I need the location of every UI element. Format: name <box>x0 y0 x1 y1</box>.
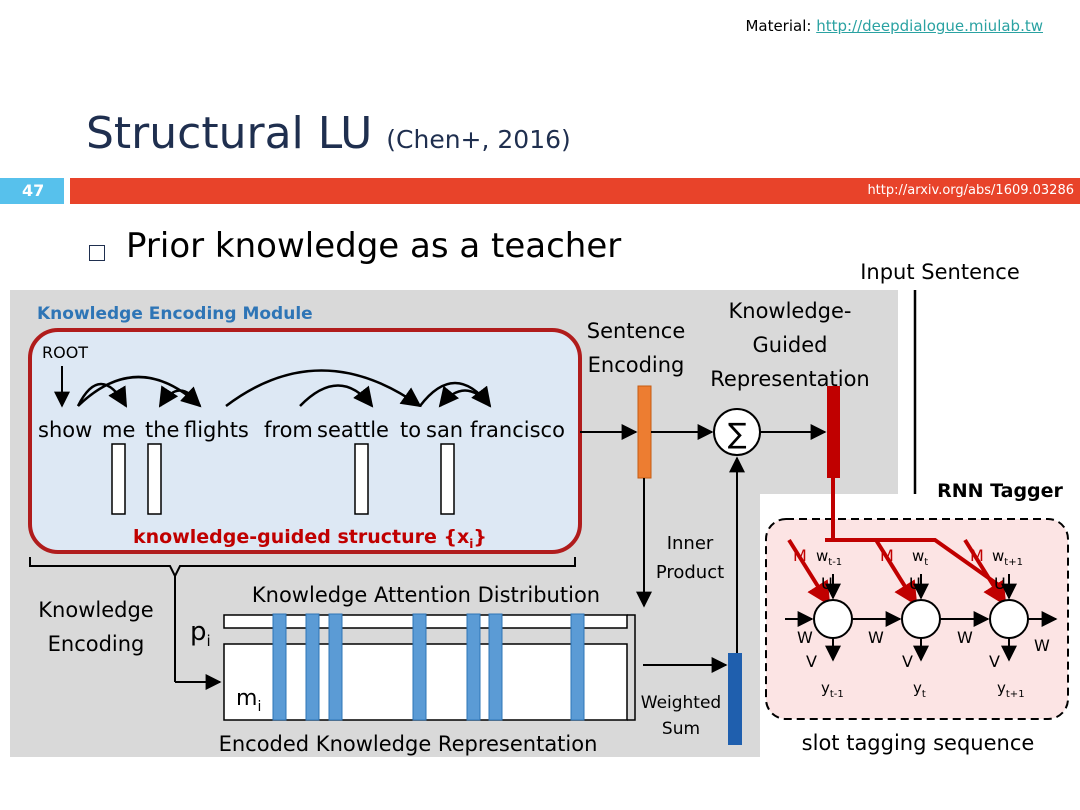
sigma-symbol: ∑ <box>728 417 747 450</box>
title-citation: (Chen+, 2016) <box>386 125 571 154</box>
word-from: from <box>264 418 313 442</box>
rnn-node-t-plus <box>989 599 1029 639</box>
attention-title: Knowledge Attention Distribution <box>252 583 600 607</box>
inner-product-label: Inner <box>667 533 714 554</box>
slot-tagging-label: slot tagging sequence <box>802 731 1035 755</box>
m-path <box>831 478 1002 588</box>
rnn-nodes <box>785 574 1058 662</box>
bullet-text: Prior knowledge as a teacher <box>126 226 622 266</box>
dependency-arcs <box>76 369 492 408</box>
material-source: Material: http://deepdialogue.miulab.tw <box>745 17 1043 35</box>
knowledge-vector <box>440 443 455 515</box>
w-t-minus-label: wt-1 <box>816 547 842 568</box>
rnn-tagger-label: RNN Tagger <box>937 480 1063 502</box>
kg-representation-vector <box>827 386 840 478</box>
material-label: Material: <box>745 17 817 35</box>
arc-from-seattle <box>299 384 374 408</box>
w-label: W <box>1034 636 1050 655</box>
sentence-encoding-label: Sentence <box>587 319 686 343</box>
y-t-minus-label: yt-1 <box>821 679 844 700</box>
attention-bracket <box>627 614 636 721</box>
memory-vector <box>412 613 427 721</box>
word-me: me <box>102 418 135 442</box>
v-label: V <box>902 652 913 671</box>
structure-label: knowledge-guided structure {xi} <box>133 526 487 551</box>
v-label: V <box>989 652 1000 671</box>
weighted-sum-vector <box>728 653 742 745</box>
m-label: M <box>880 546 894 565</box>
m-arrow-t <box>874 538 918 607</box>
rnn-labels: M M M wt-1 wt wt+1 U U U W W W W V V V y… <box>793 546 1050 700</box>
inner-product-label-2: Product <box>656 562 724 583</box>
slide-title: Structural LU (Chen+, 2016) <box>86 108 571 159</box>
memory-vectors <box>272 613 585 721</box>
sentence-words: show me the flights from seattle to san … <box>38 418 565 442</box>
input-sentence-label: Input Sentence <box>860 260 1020 284</box>
kg-representation-label-3: Representation <box>710 367 870 391</box>
title-bar <box>70 178 1080 204</box>
rnn-node-t <box>901 599 941 639</box>
title-text: Structural LU <box>86 108 373 159</box>
w-label: W <box>957 628 973 647</box>
bullet-square-icon <box>89 245 105 261</box>
memory-vector <box>305 613 320 721</box>
knowledge-vector <box>354 443 369 515</box>
word-show: show <box>38 418 92 442</box>
knowledge-injection-arrows <box>787 478 1007 607</box>
kg-representation-label-2: Guided <box>753 333 828 357</box>
m-label: M <box>970 546 984 565</box>
word-seattle: seattle <box>317 418 389 442</box>
u-label: U <box>994 574 1006 593</box>
knowledge-vector <box>111 443 126 515</box>
material-link[interactable]: http://deepdialogue.miulab.tw <box>816 17 1043 35</box>
encoded-knowledge-label: Encoded Knowledge Representation <box>219 732 598 756</box>
u-label: U <box>821 574 833 593</box>
w-t-label: wt <box>912 547 928 568</box>
memory-vector <box>328 613 343 721</box>
y-t-label: yt <box>913 679 926 700</box>
m-arrow-t-plus <box>963 538 1007 607</box>
y-t-plus-label: yt+1 <box>997 679 1025 700</box>
v-label: V <box>806 652 817 671</box>
w-label: W <box>797 628 813 647</box>
rnn-node-t-minus <box>813 599 853 639</box>
slide-number: 47 <box>0 178 64 204</box>
m-label-memory: mi <box>236 686 261 715</box>
weighted-sum-label-2: Sum <box>662 719 700 739</box>
knowledge-encoding-label-2: Encoding <box>48 632 145 656</box>
word-san: san <box>426 418 463 442</box>
memory-vector <box>570 613 585 721</box>
m-arrow-t-minus <box>787 538 831 607</box>
sentence-encoding-label-2: Encoding <box>588 353 685 377</box>
knowledge-encoding-label: Knowledge <box>38 598 153 622</box>
module-title: Knowledge Encoding Module <box>37 304 313 324</box>
w-t-plus-label: wt+1 <box>992 547 1023 568</box>
root-label: ROOT <box>42 343 88 362</box>
word-the: the <box>145 418 179 442</box>
arc-show-me <box>76 382 128 408</box>
memory-vector <box>488 613 503 721</box>
arc-flights-the <box>158 385 202 408</box>
w-label: W <box>868 628 884 647</box>
p-label: pi <box>190 617 211 650</box>
arc-show-flights <box>77 375 202 408</box>
m-label: M <box>793 546 807 565</box>
word-francisco: francisco <box>470 418 565 442</box>
memory-vector <box>272 613 287 721</box>
word-flights: flights <box>184 418 249 442</box>
word-to: to <box>400 418 421 442</box>
arc-francisco-san <box>438 385 491 408</box>
sentence-encoding-vector <box>637 385 652 479</box>
u-label: U <box>909 574 921 593</box>
kg-representation-label: Knowledge- <box>728 299 851 323</box>
arxiv-link[interactable]: http://arxiv.org/abs/1609.03286 <box>867 183 1074 198</box>
knowledge-vectors <box>111 443 455 515</box>
memory-vector <box>466 613 481 721</box>
arc-flights-to <box>225 369 422 408</box>
weighted-sum-label: Weighted <box>641 693 721 713</box>
knowledge-vector <box>147 443 162 515</box>
